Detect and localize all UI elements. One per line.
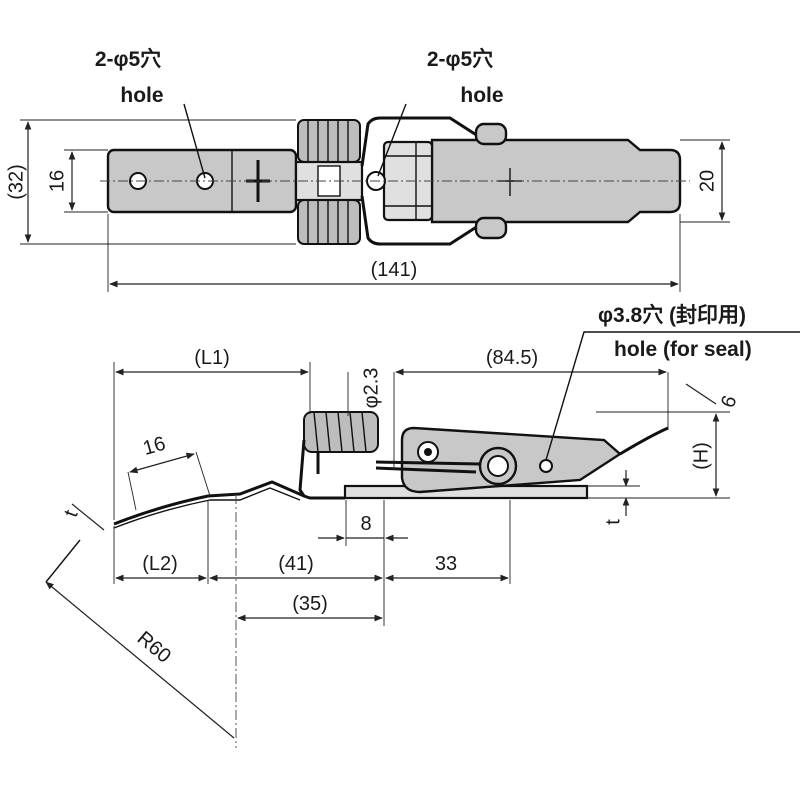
- dim-height-inner: 16: [46, 170, 68, 192]
- catch-plate: [113, 480, 345, 526]
- dim-t-left: t: [60, 507, 83, 520]
- dim-35: (35): [292, 593, 328, 615]
- dim-33: 33: [435, 553, 457, 575]
- hole-callout-left-line2: hole: [120, 84, 163, 107]
- hole-callout-right-line2: hole: [460, 84, 503, 107]
- dim-41: (41): [278, 553, 314, 575]
- dim-l2: (L2): [142, 553, 178, 575]
- dim-l1: (L1): [194, 347, 230, 369]
- seal-hole-line2: hole (for seal): [614, 338, 752, 361]
- dim-height-outer: (32): [5, 164, 27, 200]
- spring-coil-side: [298, 411, 379, 497]
- dim-length: (141): [371, 259, 418, 281]
- dim-8: 8: [360, 513, 371, 535]
- dim-84-5: (84.5): [486, 347, 538, 369]
- dim-16: 16: [141, 433, 168, 460]
- wire-hoop: [360, 116, 479, 167]
- dim-phi: φ2.3: [360, 368, 382, 409]
- dim-t-right: t: [602, 519, 624, 525]
- dim-height-right: 20: [696, 170, 718, 192]
- dim-h: (H): [690, 442, 712, 470]
- top-view: (32) 16 20 (141) 2-φ5穴 hole 2-φ5穴 hole: [5, 47, 730, 292]
- spring-coil-bottom: [297, 199, 361, 245]
- dim-r60: R60: [133, 627, 175, 667]
- dim-6: 6: [717, 393, 741, 411]
- seal-hole-line1: φ3.8穴 (封印用): [598, 303, 746, 327]
- spring-coil-top: [297, 119, 361, 163]
- hole-callout-left-line1: 2-φ5穴: [95, 47, 161, 71]
- side-view: (L1) φ2.3 (84.5) φ3.8穴 (封印用) hole (for s…: [45, 303, 800, 748]
- hole-callout-right-line1: 2-φ5穴: [427, 47, 493, 71]
